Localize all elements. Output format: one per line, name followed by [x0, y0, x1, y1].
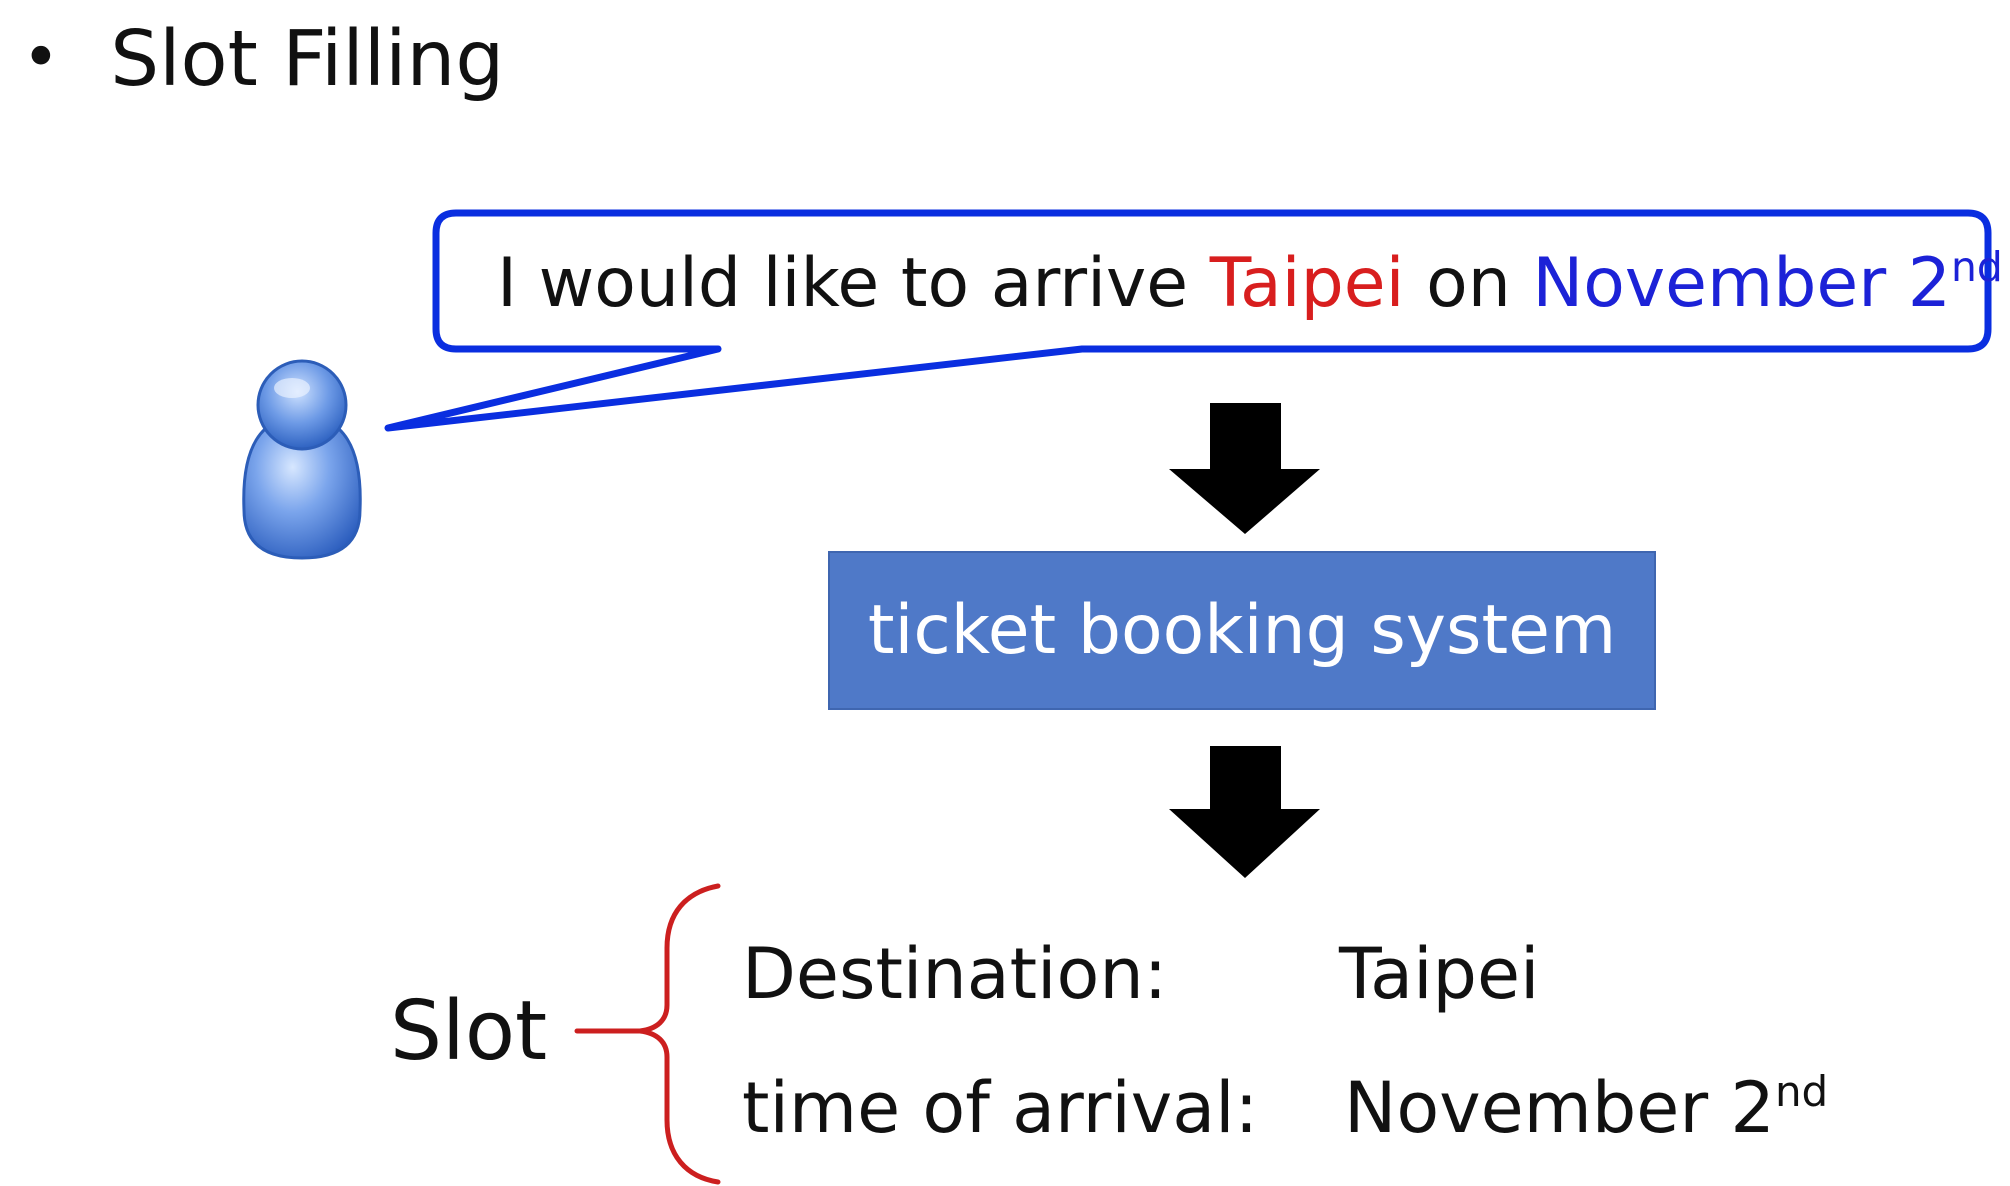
slide-title-row: • Slot Filling — [22, 10, 504, 108]
slot-value-time-suffix: nd — [1774, 1066, 1829, 1116]
down-arrow-icon-top — [1169, 403, 1320, 534]
speech-end: . — [2003, 244, 2010, 323]
speech-date: November 2nd. — [1532, 242, 2010, 323]
slot-value-time-of-arrival: November 2nd — [1344, 1063, 1828, 1163]
slot-key-destination: Destination: — [742, 933, 1168, 1015]
down-arrow-icon-bottom — [1169, 746, 1320, 878]
ticket-booking-system-box: ticket booking system — [828, 551, 1656, 710]
slot-value-destination-main: Taipei — [1339, 933, 1540, 1015]
speech-text: I would like to arrive Taipei on Novembe… — [497, 236, 2010, 340]
speech-date-suffix: nd — [1951, 242, 2003, 291]
user-icon — [242, 359, 362, 560]
bullet-icon: • — [22, 21, 60, 95]
slot-value-destination: Taipei — [1339, 929, 1539, 1029]
slide-title: Slot Filling — [110, 15, 505, 104]
curly-brace-icon — [574, 883, 721, 1185]
speech-destination: Taipei — [1209, 244, 1405, 323]
slot-key-time-of-arrival: time of arrival: — [742, 1067, 1259, 1149]
slot-value-time-main: November 2 — [1344, 1067, 1775, 1149]
slot-label: Slot — [390, 984, 548, 1079]
system-label: ticket booking system — [867, 590, 1617, 670]
speech-bubble — [384, 209, 1992, 432]
speech-middle: on — [1404, 244, 1533, 323]
speech-prefix: I would like to arrive — [497, 244, 1210, 323]
speech-date-main: November 2 — [1532, 244, 1952, 323]
